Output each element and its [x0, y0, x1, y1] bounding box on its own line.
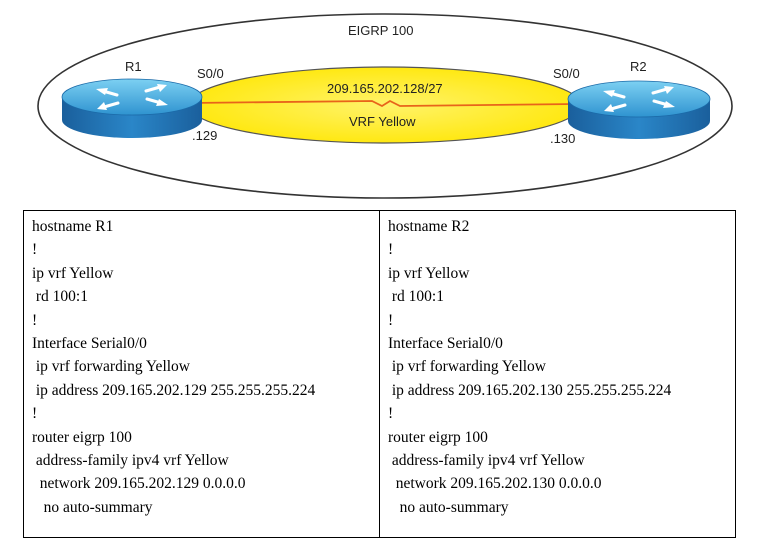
router-r1-interface: S0/0 — [197, 66, 224, 81]
r1-config-line: no auto-summary — [32, 498, 153, 516]
r2-config-line: ip vrf Yellow — [388, 264, 470, 282]
r2-config-line: ! — [388, 405, 394, 423]
router-r1 — [61, 78, 203, 138]
r1-config-line: ip vrf forwarding Yellow — [32, 358, 190, 376]
router-r2-name: R2 — [630, 59, 647, 74]
router-r1-host: .129 — [192, 128, 217, 143]
r2-config-line: Interface Serial0/0 — [388, 334, 503, 352]
r2-config-line: ! — [388, 241, 394, 259]
r2-config-line: network 209.165.202.130 0.0.0.0 — [388, 475, 602, 493]
r1-config-line: rd 100:1 — [32, 288, 88, 306]
r2-config-line: rd 100:1 — [388, 288, 444, 306]
r2-config-line: ip vrf forwarding Yellow — [388, 358, 546, 376]
router-r1-name: R1 — [125, 59, 142, 74]
r2-config-line: address-family ipv4 vrf Yellow — [388, 451, 585, 469]
vrf-label: VRF Yellow — [349, 114, 416, 129]
serial-link — [189, 99, 577, 108]
r1-config-column: hostname R1! ip vrf Yellow rd 100:1! Inter… — [24, 211, 379, 537]
r2-config-line: no auto-summary — [388, 498, 509, 516]
config-table: hostname R1! ip vrf Yellow rd 100:1! Inter… — [23, 210, 736, 538]
r1-config-line: ip address 209.165.202.129 255.255.255.2… — [32, 381, 316, 399]
r1-config-line: Interface Serial0/0 — [32, 334, 147, 352]
r2-config-line: ! — [388, 311, 394, 329]
router-r2-host: .130 — [550, 131, 575, 146]
r1-config-line: address-family ipv4 vrf Yellow — [32, 451, 229, 469]
r1-config-line: ! — [32, 241, 38, 259]
router-arrows-icon — [96, 84, 168, 110]
link-subnet-label: 209.165.202.128/27 — [327, 81, 443, 96]
eigrp-domain-ellipse — [37, 13, 733, 199]
r1-config-line: ip vrf Yellow — [32, 264, 114, 282]
r2-config-line: router eigrp 100 — [388, 428, 488, 446]
router-r2-interface: S0/0 — [553, 66, 580, 81]
router-arrows-icon — [603, 86, 675, 112]
r1-config-line: hostname R1 — [32, 218, 114, 235]
r2-config-line: ip address 209.165.202.130 255.255.255.2… — [388, 381, 672, 399]
r2-config-line: hostname R2 — [388, 218, 470, 235]
r1-config-line: ! — [32, 405, 38, 423]
r2-config-column: hostname R2! ip vrf Yellow rd 100:1! Inter… — [379, 211, 735, 537]
r1-config-line: network 209.165.202.129 0.0.0.0 — [32, 475, 246, 493]
r1-config-line: ! — [32, 311, 38, 329]
network-diagram: EIGRP 100 209.165.202.128/27 VRF Yellow … — [37, 13, 733, 199]
eigrp-domain-label: EIGRP 100 — [348, 23, 414, 38]
r1-config-line: router eigrp 100 — [32, 428, 132, 446]
router-r2 — [567, 80, 711, 139]
